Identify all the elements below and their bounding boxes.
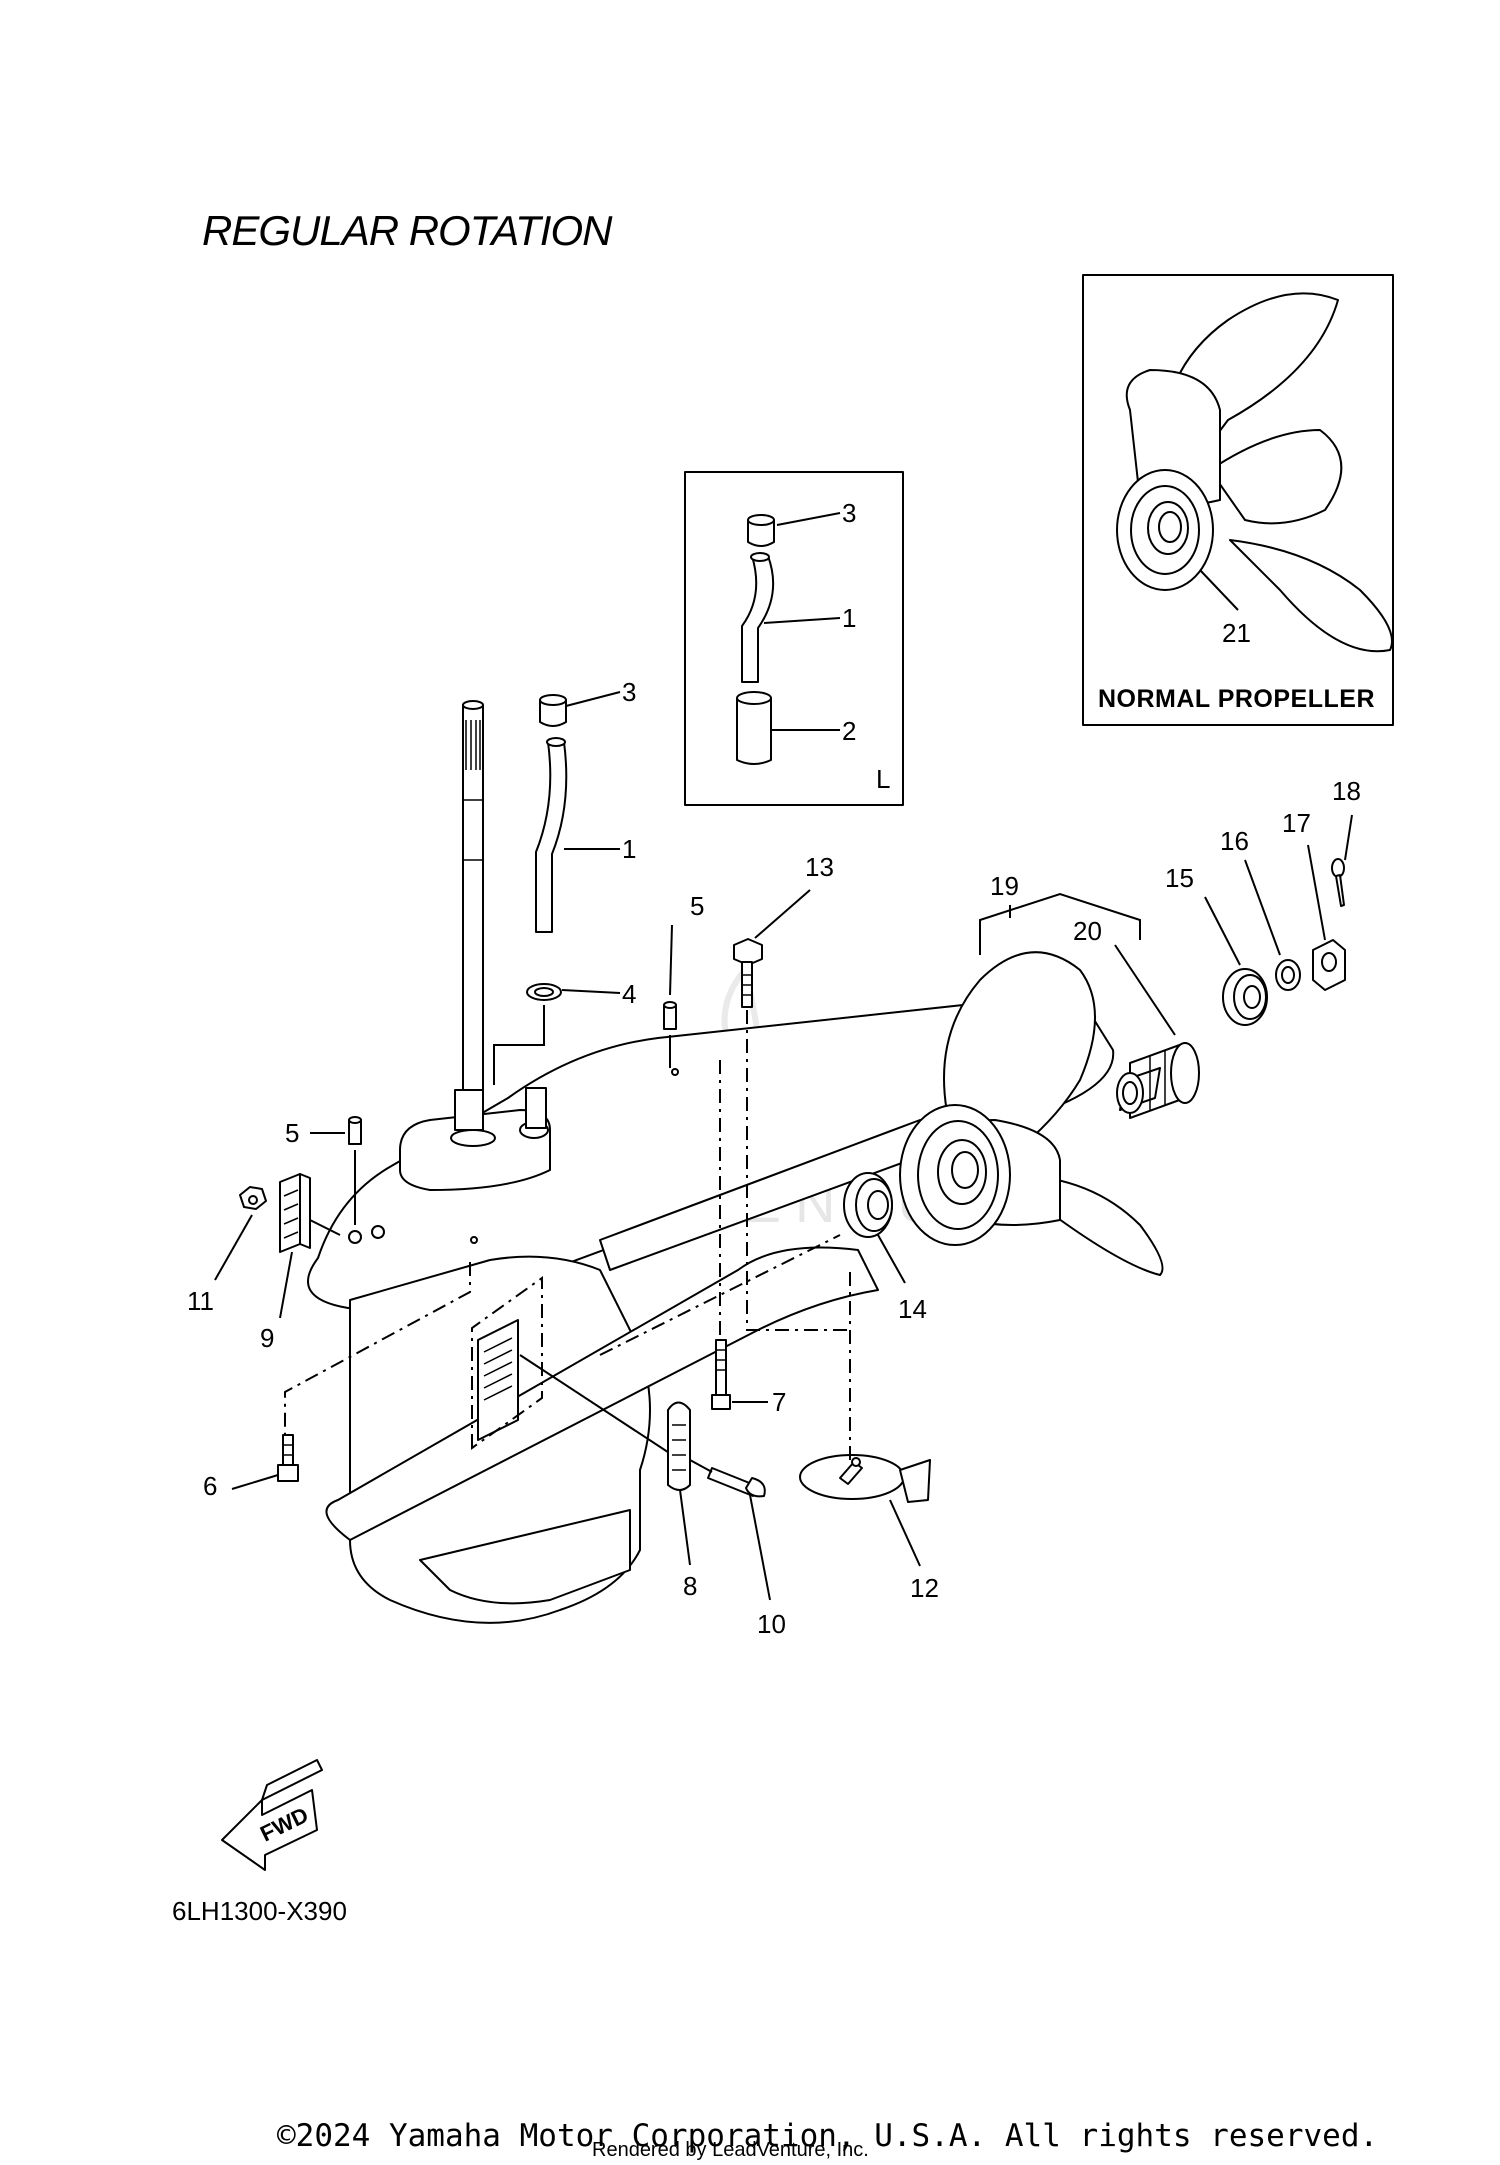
thrust-washer-14 xyxy=(843,1172,893,1238)
hub-spacer-20 xyxy=(1116,1042,1200,1119)
copyright-notice: ©2024 Yamaha Motor Corporation, U.S.A. A… xyxy=(277,2118,1378,2154)
callout-15: 15 xyxy=(1165,863,1194,893)
lower-casing xyxy=(307,700,1115,1624)
diagram-title: REGULAR ROTATION xyxy=(202,207,613,254)
inset-box-label: L xyxy=(876,764,890,794)
diagram-code: 6LH1300-X390 xyxy=(172,1896,347,1926)
callout-5-left: 5 xyxy=(285,1118,299,1148)
callout-10: 10 xyxy=(757,1609,786,1639)
washer-15 xyxy=(1222,968,1268,1026)
callout-6: 6 xyxy=(203,1471,217,1501)
callout-21: 21 xyxy=(1222,618,1251,648)
propeller-21-illustration xyxy=(1116,292,1393,653)
callout-7: 7 xyxy=(772,1387,786,1417)
callout-11: 11 xyxy=(187,1286,214,1316)
drive-shaft xyxy=(462,700,484,1136)
callout-5-right: 5 xyxy=(690,891,704,921)
inset-collar xyxy=(747,514,775,547)
trim-tab-slot xyxy=(477,1319,519,1441)
callout-16: 16 xyxy=(1220,826,1249,856)
normal-propeller-box: 21 NORMAL PROPELLER xyxy=(1082,274,1394,726)
fwd-arrow-icon: FWD xyxy=(221,1759,323,1871)
inset-callout-3: 3 xyxy=(842,498,856,528)
callout-17: 17 xyxy=(1282,808,1311,838)
dowel-pin-right xyxy=(663,1001,677,1030)
dowel-pin-left xyxy=(348,1116,362,1145)
callout-9: 9 xyxy=(260,1323,274,1353)
cotter-pin-18 xyxy=(1331,858,1345,907)
callout-1: 1 xyxy=(622,834,636,864)
bolt-6 xyxy=(277,1434,299,1482)
callout-3: 3 xyxy=(622,677,636,707)
callout-13: 13 xyxy=(805,852,834,882)
nut-11 xyxy=(239,1186,267,1210)
rendered-by-notice: Rendered by LeadVenture, Inc. xyxy=(592,2139,869,2161)
inset-callout-2: 2 xyxy=(842,716,856,746)
nut-17 xyxy=(1312,939,1346,991)
callout-12: 12 xyxy=(910,1573,939,1603)
callout-18: 18 xyxy=(1332,776,1361,806)
bolt-13 xyxy=(733,938,763,1008)
bracket-9 xyxy=(279,1173,311,1253)
callout-19: 19 xyxy=(990,871,1019,901)
callout-8: 8 xyxy=(683,1571,697,1601)
callout-4: 4 xyxy=(622,979,636,1009)
washer-16 xyxy=(1275,959,1301,991)
inset-callout-1: 1 xyxy=(842,603,856,633)
anode-plate-12 xyxy=(799,1454,931,1503)
bolt-7 xyxy=(711,1339,731,1410)
water-tube-assembly xyxy=(493,694,568,1085)
inset-box: L 3 1 2 xyxy=(684,471,904,806)
inset-grommet xyxy=(736,691,772,765)
inset-water-tube xyxy=(741,552,775,683)
callout-14: 14 xyxy=(898,1294,927,1324)
callout-20: 20 xyxy=(1073,916,1102,946)
screw-10 xyxy=(707,1467,766,1498)
propeller-box-label: NORMAL PROPELLER xyxy=(1098,685,1375,713)
anode-8 xyxy=(667,1401,691,1491)
propeller-19 xyxy=(899,951,1164,1276)
